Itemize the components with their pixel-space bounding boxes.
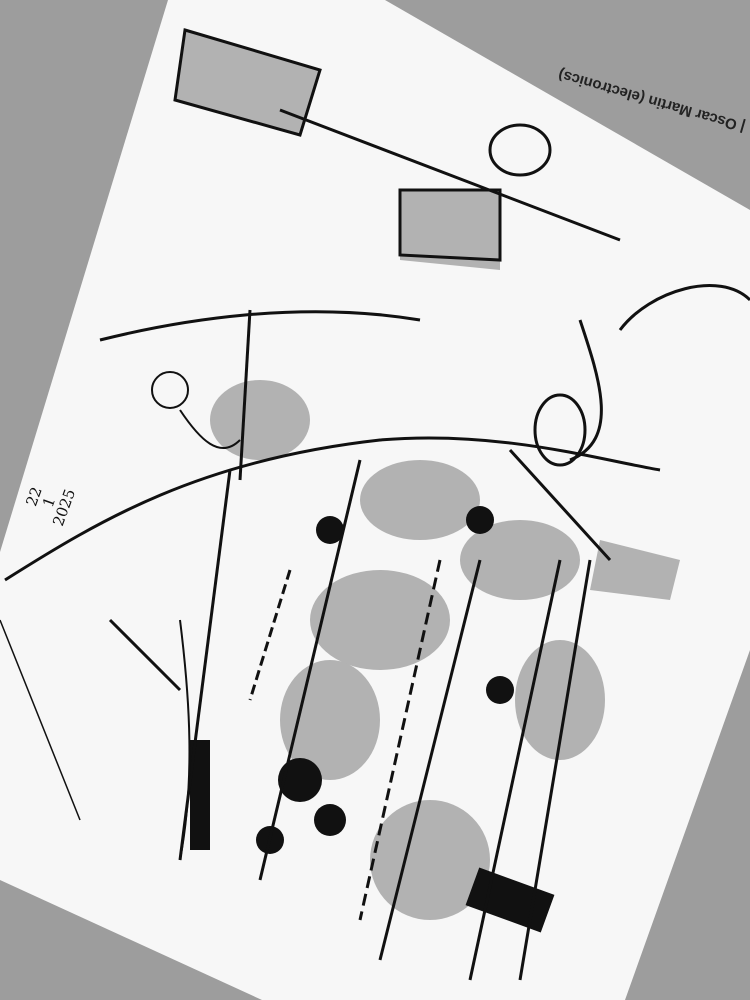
figure-sketch	[151, 371, 241, 450]
ink-lines	[0, 28, 750, 981]
ink-blots	[190, 506, 555, 933]
